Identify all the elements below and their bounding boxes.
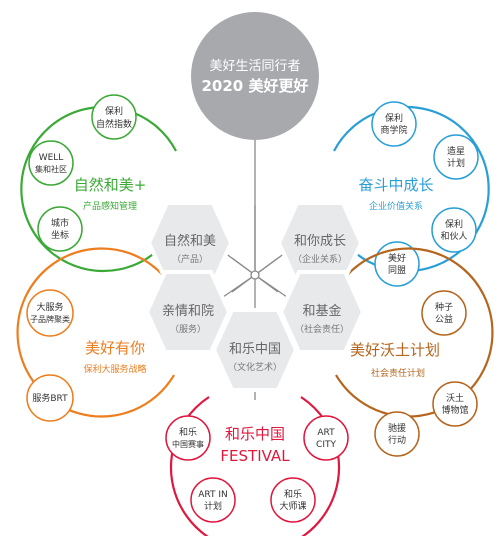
hex-fund-title: 和基金 bbox=[302, 303, 341, 319]
brown-node-1-l2: 公益 bbox=[435, 313, 453, 325]
red-title: 和乐中国 bbox=[225, 425, 285, 443]
center-line1: 美好生活同行者 bbox=[209, 59, 300, 74]
red-node-2-l1: ART bbox=[317, 428, 335, 438]
blue-node-2-l2: 计划 bbox=[447, 157, 465, 169]
green-title: 自然和美+ bbox=[74, 176, 147, 194]
cluster-green: 保利 自然指数 WELL 集和社区 城市 坐标 自然和美+ 产品感知管理 bbox=[20, 94, 177, 273]
blue-node-1 bbox=[371, 101, 417, 147]
red-node-1 bbox=[165, 415, 211, 461]
hex-fund-sub: （社会责任） bbox=[295, 323, 349, 335]
blue-node-1-l1: 保利 bbox=[385, 112, 403, 124]
cluster-blue: 保利 商学院 造星 计划 保利 和伙人 美好 同盟 奋斗中成长 企业价值关系 bbox=[333, 101, 490, 287]
blue-node-3-l1: 保利 bbox=[445, 218, 463, 230]
orange-node-2 bbox=[26, 374, 74, 422]
red-node-4-l2: 大师课 bbox=[279, 500, 306, 512]
red-subtitle: FESTIVAL bbox=[220, 447, 290, 465]
blue-node-4 bbox=[374, 241, 420, 287]
hex-china-title: 和乐中国 bbox=[229, 342, 281, 357]
brown-node-1-l1: 种子 bbox=[435, 301, 453, 313]
blue-node-4-l2: 同盟 bbox=[388, 265, 406, 276]
center-circle: 美好生活同行者 2020 美好更好 bbox=[191, 12, 319, 140]
blue-node-4-l1: 美好 bbox=[388, 252, 406, 264]
blue-node-1-l2: 商学院 bbox=[380, 124, 407, 136]
green-node-2-l1: WELL bbox=[39, 153, 64, 163]
cluster-orange-arc bbox=[16, 247, 175, 418]
orange-subtitle: 保利大服务战略 bbox=[83, 363, 146, 375]
cluster-orange: 大服务 子品牌聚类 服务BRT 美好有你 保利大服务战略 bbox=[16, 247, 175, 422]
hex-family-sub: （服务） bbox=[170, 323, 206, 335]
red-node-3-l1: ART IN bbox=[198, 490, 228, 500]
hex-family-title: 亲情和院 bbox=[162, 304, 214, 319]
red-node-2 bbox=[303, 415, 349, 461]
orange-node-1-l2: 子品牌聚类 bbox=[30, 314, 70, 324]
green-node-2-l2: 集和社区 bbox=[35, 164, 67, 174]
red-node-1-l1: 和乐 bbox=[179, 426, 197, 438]
hex-nature-sub: （产品） bbox=[172, 253, 208, 265]
brown-node-2 bbox=[432, 381, 478, 427]
hex-together-title: 和你成长 bbox=[294, 234, 346, 249]
red-node-3-l2: 计划 bbox=[204, 500, 222, 512]
blue-subtitle: 企业价值关系 bbox=[369, 200, 423, 212]
orange-node-1-l1: 大服务 bbox=[36, 301, 63, 313]
green-node-3-l2: 坐标 bbox=[51, 229, 69, 241]
orange-node-2-l1: 服务BRT bbox=[32, 392, 68, 404]
brown-node-1 bbox=[421, 290, 467, 336]
red-node-3 bbox=[190, 477, 236, 523]
center-line2: 2020 美好更好 bbox=[202, 77, 309, 95]
blue-node-3 bbox=[431, 207, 477, 253]
brown-node-3 bbox=[374, 411, 420, 457]
hex-china-sub: （文化艺术） bbox=[228, 361, 282, 373]
blue-node-2-l1: 造星 bbox=[447, 145, 465, 157]
green-node-3-l1: 城市 bbox=[51, 217, 69, 229]
red-node-4 bbox=[270, 477, 316, 523]
red-node-1-l2: 中国赛事 bbox=[172, 439, 204, 449]
cluster-red: 和乐 中国赛事 ART CITY ART IN 计划 和乐 大师课 和乐中国 F… bbox=[165, 396, 349, 540]
hex-together-sub: （企业关系） bbox=[293, 253, 347, 265]
blue-node-3-l2: 和伙人 bbox=[440, 231, 467, 242]
blue-node-2 bbox=[433, 134, 479, 180]
brown-node-2-l1: 沃土 bbox=[446, 392, 464, 404]
red-node-2-l2: CITY bbox=[316, 440, 336, 450]
brown-node-3-l2: 行动 bbox=[388, 434, 406, 446]
hex-nature-title: 自然和美 bbox=[164, 233, 216, 249]
blue-title: 奋斗中成长 bbox=[358, 176, 433, 194]
brown-subtitle: 社会责任计划 bbox=[371, 367, 425, 379]
orange-title: 美好有你 bbox=[85, 339, 145, 357]
hub-dot bbox=[250, 270, 260, 280]
green-subtitle: 产品感知管理 bbox=[83, 200, 137, 212]
hex-fund bbox=[278, 270, 366, 354]
green-node-1 bbox=[91, 94, 137, 140]
orange-node-1 bbox=[26, 289, 74, 337]
green-node-1-l1: 保利 bbox=[105, 105, 123, 117]
green-node-3 bbox=[37, 206, 83, 252]
red-node-4-l1: 和乐 bbox=[284, 488, 302, 500]
hexagon-cluster: 自然和美 （产品） 和你成长 （企业关系） 亲情和院 （服务） 和基金 （社会责… bbox=[144, 201, 366, 392]
brown-node-3-l1: 驰援 bbox=[388, 422, 406, 434]
green-node-2 bbox=[28, 140, 74, 186]
brown-title: 美好沃土计划 bbox=[350, 341, 440, 359]
brown-node-2-l2: 博物馆 bbox=[441, 404, 468, 416]
cluster-brown: 种子 公益 沃土 博物馆 驰援 行动 美好沃土计划 社会责任计划 bbox=[335, 247, 494, 457]
green-node-1-l2: 自然指数 bbox=[96, 118, 132, 130]
hex-china bbox=[211, 308, 299, 392]
